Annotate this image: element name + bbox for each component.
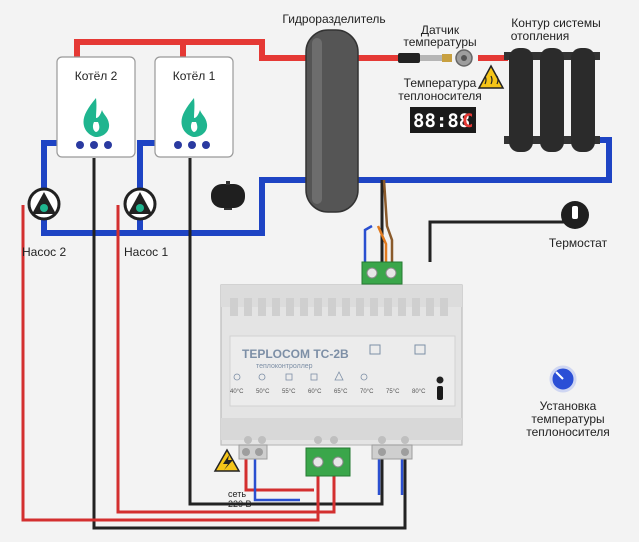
hydro-separator-label: Гидроразделитель [282, 12, 385, 26]
red-wires [21, 205, 336, 522]
pump-1-label: Насос 1 [124, 245, 168, 259]
controller-temp-scale [233, 371, 368, 381]
terminal-block-pumps [305, 447, 351, 477]
thermostat-switch-icon [561, 201, 589, 229]
temp-sensor-label-2: температуры [403, 35, 476, 49]
high-voltage-warning-icon [213, 448, 241, 472]
mains-label-1: сеть [228, 489, 246, 499]
boiler-1: Котёл 1 [154, 56, 234, 158]
display-digits: 88:88 [413, 110, 470, 132]
pump-icon [123, 187, 157, 221]
coolant-temp-display [410, 107, 476, 133]
setpoint-label-1: Установка [540, 399, 597, 413]
hot-surface-warning-icon [477, 64, 505, 89]
coolant-temp-label-2: теплоносителя [398, 89, 481, 103]
setpoint-label-2: температуры [531, 412, 604, 426]
thermostat-label: Термостат [549, 236, 608, 250]
controller-temp-1: 50°C [256, 389, 270, 395]
setpoint-label-3: теплоносителя [526, 425, 609, 439]
flame-icon [83, 98, 110, 137]
controller-temp-0: 40°C [230, 389, 244, 395]
controller-led [436, 376, 444, 384]
pump-2: Насос 2 [22, 187, 66, 259]
controller-temp-5: 70°C [360, 389, 374, 395]
temperature-sensor: Датчик температуры [398, 23, 477, 67]
pump-1: Насос 1 [123, 187, 168, 259]
coolant-temperature: Температура теплоносителя 88:88 C [398, 76, 482, 133]
temperature-sensor-icon [398, 49, 473, 67]
temp-sensor-label-1: Датчик [421, 23, 460, 37]
blue-wires [253, 224, 404, 502]
controller-teplocom-tc-2b: TEPLOCOM TC-2B теплоконтроллер 40°C 50°C… [220, 284, 463, 446]
controller-brand: TEPLOCOM TC-2B [242, 347, 349, 361]
controller-temp-3: 60°C [308, 389, 322, 395]
terminal-block-thermostat [371, 444, 413, 460]
controller-subtitle: теплоконтроллер [256, 363, 313, 370]
terminal-block-mains [238, 444, 268, 460]
hydro-separator: Гидроразделитель [282, 12, 386, 213]
boiler-2-label: Котёл 2 [75, 69, 118, 83]
heating-circuit: Контур системы отопления [477, 16, 601, 152]
controller-temp-6: 75°C [386, 389, 400, 395]
heating-circuit-label-2: отопления [511, 29, 569, 43]
mains-label-2: 220 В [228, 499, 252, 509]
controller-temp-4: 65°C [334, 389, 348, 395]
setpoint: Установка температуры теплоносителя [526, 365, 610, 439]
pump-icon [27, 187, 61, 221]
heating-circuit-label-1: Контур системы [511, 16, 600, 30]
controller-temp-7: 80°C [412, 389, 426, 395]
controller-temp-2: 55°C [282, 389, 296, 395]
coolant-temp-label-1: Температура [404, 76, 477, 90]
boiler-1-label: Котёл 1 [173, 69, 216, 83]
setpoint-knob-icon [549, 365, 577, 393]
flame-icon [181, 98, 208, 137]
display-unit: C [462, 110, 473, 132]
boiler-2: Котёл 2 [56, 56, 136, 158]
radiator-icon [504, 48, 600, 152]
supply-pipes [74, 39, 508, 61]
terminal-block-sensor [361, 261, 403, 285]
pump-2-label: Насос 2 [22, 245, 66, 259]
sensor-cable-orange [376, 225, 388, 262]
black-wires [92, 158, 575, 530]
expansion-tank-icon [211, 181, 245, 210]
sensor-cable [382, 179, 394, 262]
thermostat: Термостат [549, 201, 608, 250]
